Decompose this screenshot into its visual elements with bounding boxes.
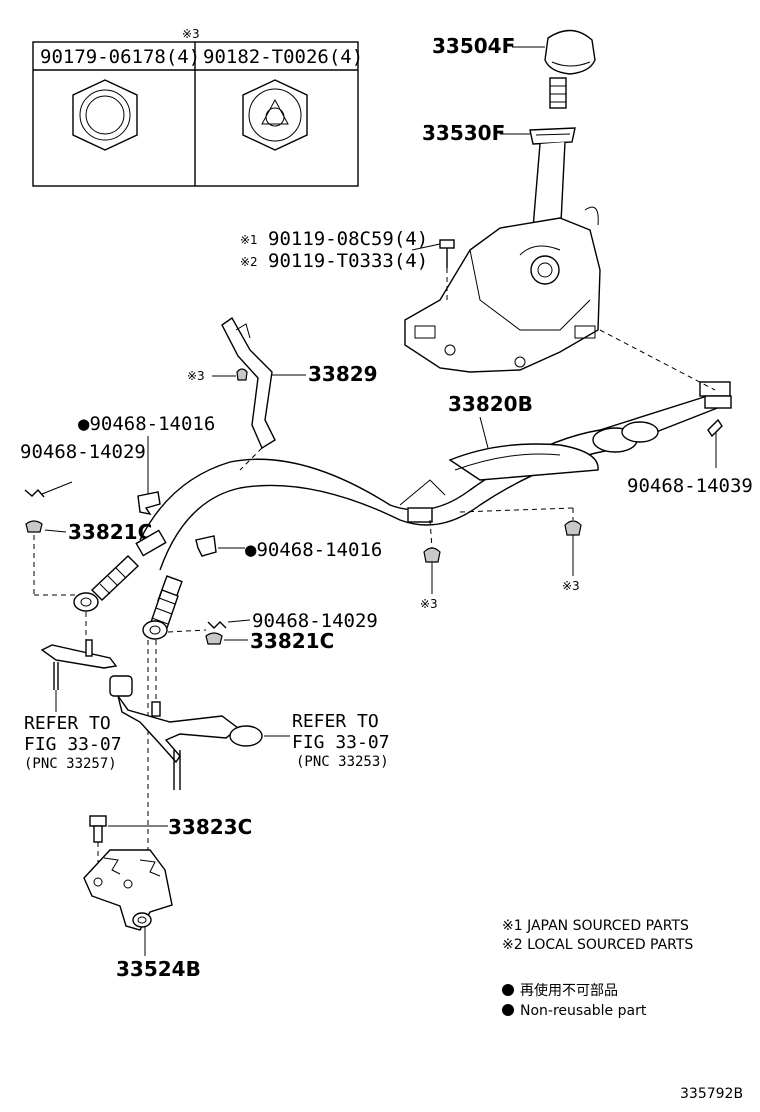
refer-right-line1: REFER TO (292, 711, 379, 732)
shift-knob (544, 29, 596, 109)
clip-icon (137, 491, 161, 516)
shift-cables (139, 381, 732, 571)
mark-3-bracket: ※3 (187, 369, 205, 383)
label-90468-14039: 90468-14039 (627, 475, 753, 497)
cable-end-right (142, 575, 183, 640)
bolt2-mark: ※2 (240, 255, 258, 269)
shift-lever-right (109, 675, 263, 790)
cable-end-left (73, 529, 167, 612)
label-33524B: 33524B (116, 957, 201, 981)
label-90119-T0333: 90119-T0333(4) (268, 250, 428, 272)
table-col2-header: 90182-T0026(4) (203, 46, 363, 68)
table-note-mark: ※3 (182, 27, 200, 41)
label-90119-08C59: 90119-08C59(4) (268, 228, 428, 250)
lock-nut-icon (242, 79, 308, 151)
bushing-icon (25, 520, 43, 533)
table-col1-header: 90179-06178(4) (40, 46, 200, 68)
non-reusable-bullet-icon (502, 1004, 514, 1016)
label-33823C: 33823C (168, 815, 252, 839)
label-90468-14029-left: 90468-14029 (20, 441, 146, 463)
label-90468-14016-top: ●90468-14016 (78, 413, 215, 435)
figure-id: 335792B (680, 1086, 743, 1102)
refer-left-line2: FIG 33-07 (24, 734, 122, 755)
bushing-icon (564, 520, 582, 536)
legend-note1: ※1 JAPAN SOURCED PARTS (502, 918, 689, 934)
cable-bracket (221, 316, 276, 450)
bolt1-mark: ※1 (240, 233, 258, 247)
label-33821C-left: 33821C (68, 520, 152, 544)
label-33504F: 33504F (432, 34, 515, 58)
spring-clip-icon (207, 621, 227, 629)
mark-3-right: ※3 (562, 579, 580, 593)
shift-boot (529, 127, 576, 243)
bushing-icon (205, 632, 223, 645)
non-reusable-bullet-icon (502, 984, 514, 996)
refer-right-line2: FIG 33-07 (292, 732, 390, 753)
label-33829: 33829 (308, 362, 378, 386)
clip-icon (707, 418, 723, 438)
refer-left-line3: (PNC 33257) (24, 756, 117, 772)
label-33820B: 33820B (448, 392, 533, 416)
legend: ※1 JAPAN SOURCED PARTS ※2 LOCAL SOURCED … (502, 918, 693, 1019)
bushing-icon (423, 547, 441, 563)
refer-left-line1: REFER TO (24, 713, 111, 734)
refer-right-line3: (PNC 33253) (296, 754, 389, 770)
bolt-icon (439, 239, 455, 268)
cable-support-bracket (83, 849, 173, 931)
legend-jp: 再使用不可部品 (520, 982, 618, 999)
nut-table: ※3 90179-06178(4) 90182-T0026(4) (32, 27, 363, 187)
legend-note2: ※2 LOCAL SOURCED PARTS (502, 937, 693, 953)
hex-nut-icon (72, 79, 138, 151)
label-90468-14029-right: 90468-14029 (252, 610, 378, 632)
clip-icon (195, 535, 217, 557)
mark-3-center: ※3 (420, 597, 438, 611)
selector-lever-left (40, 639, 118, 690)
label-33821C-right: 33821C (250, 629, 334, 653)
shift-lever-housing (404, 206, 601, 373)
label-90468-14016-lower: ●90468-14016 (245, 539, 382, 561)
spring-clip-icon (24, 488, 45, 498)
bolt-icon (89, 815, 107, 843)
label-33530F: 33530F (422, 121, 505, 145)
legend-en: Non-reusable part (520, 1003, 647, 1019)
